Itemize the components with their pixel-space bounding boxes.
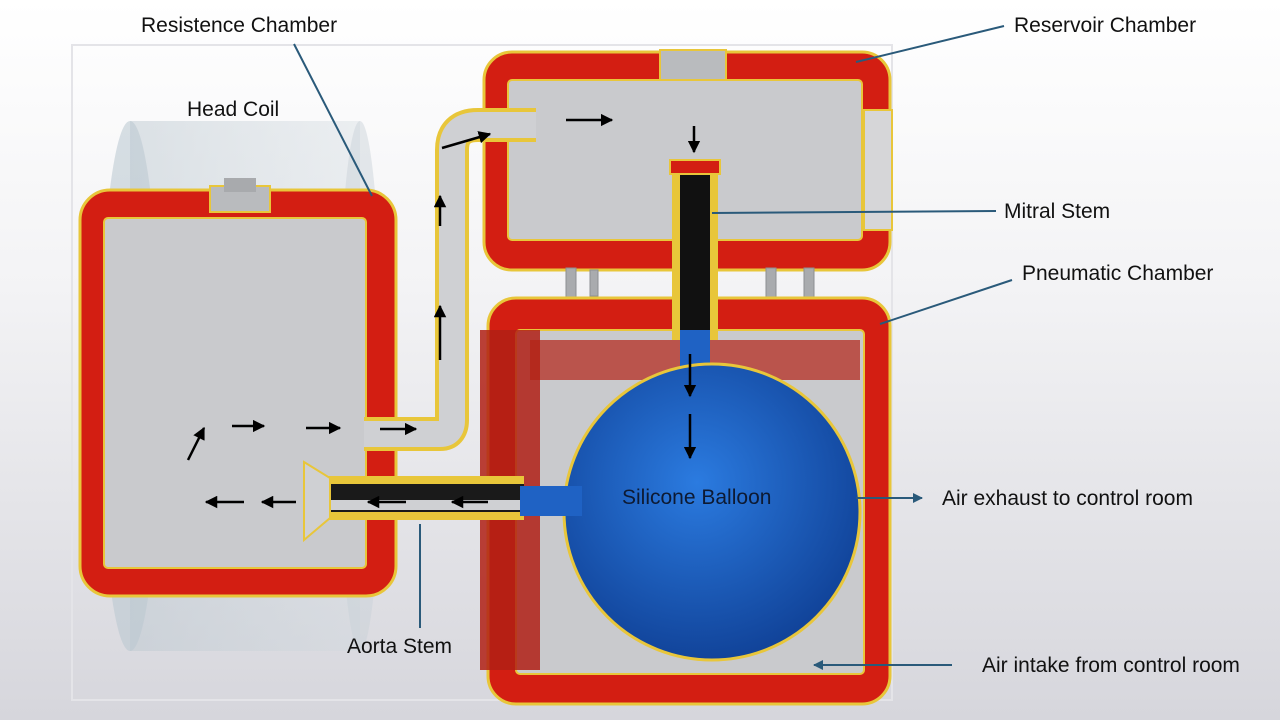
aorta-stem xyxy=(303,460,582,543)
label-mitral-stem: Mitral Stem xyxy=(1004,200,1111,223)
label-reservoir-chamber: Reservoir Chamber xyxy=(1014,14,1197,37)
silicone-balloon-sphere xyxy=(562,362,862,662)
connecting-pipe xyxy=(364,108,536,451)
label-silicone-balloon: Silicone Balloon xyxy=(622,486,772,509)
resistance-chamber xyxy=(78,178,398,598)
label-aorta-stem: Aorta Stem xyxy=(347,635,453,658)
flow-arrows xyxy=(186,113,701,509)
label-head-coil: Head Coil xyxy=(187,98,280,121)
label-air-intake: Air intake from control room xyxy=(982,654,1240,677)
label-air-exhaust: Air exhaust to control room xyxy=(942,487,1193,510)
label-pneumatic-chamber: Pneumatic Chamber xyxy=(1022,262,1214,285)
leader-lines xyxy=(293,25,1013,670)
phantom-housing-outline xyxy=(71,44,893,701)
mitral-stem xyxy=(669,159,721,376)
label-resistence-chamber: Resistence Chamber xyxy=(141,14,338,37)
